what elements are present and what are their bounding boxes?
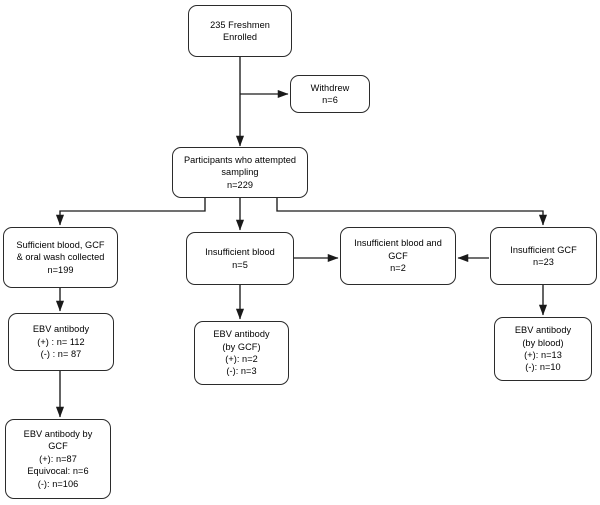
node-attempted-line-0: Participants who attempted: [183, 154, 297, 165]
node-withdrew[interactable]: Withdrew n=6: [290, 75, 370, 113]
node-ebv-gcf-line-1: GCF: [48, 441, 68, 452]
node-enrolled-line-1: Enrolled: [222, 32, 258, 42]
node-insuf-gcf-line-0: Insufficient GCF: [510, 244, 577, 255]
node-sufficient-line-1: & oral wash collected: [16, 252, 105, 263]
node-sufficient-line-2: n=199: [47, 264, 74, 275]
node-attempted-sampling[interactable]: Participants who attempted sampling n=22…: [172, 147, 308, 198]
node-insufficient-blood-and-gcf[interactable]: Insufficient blood and GCF n=2: [340, 227, 456, 285]
node-ebv-antibody-by-blood[interactable]: EBV antibody (by blood) (+): n=13 (-): n…: [494, 317, 592, 381]
node-ebv-antibody-blood[interactable]: EBV antibody (+) : n= 112 (-) : n= 87: [8, 313, 114, 371]
node-ebv-right-line-1: (by blood): [522, 337, 564, 348]
edge-attempted-to-sufficient: [55, 198, 206, 226]
node-insuf-both-line-1: GCF: [388, 250, 408, 261]
node-insuf-blood-line-0: Insufficient blood: [205, 247, 275, 258]
node-ebv-center-line-0: EBV antibody: [213, 329, 270, 340]
node-ebv-left-line-0: EBV antibody: [32, 324, 90, 335]
node-ebv-antibody-by-gcf[interactable]: EBV antibody (by GCF) (+): n=2 (-): n=3: [194, 321, 289, 385]
node-ebv-right-line-0: EBV antibody: [514, 325, 572, 336]
node-insuf-gcf-line-1: n=23: [533, 257, 554, 267]
edge-attempted-to-insuf-gcf: [276, 198, 548, 226]
node-insufficient-gcf[interactable]: Insufficient GCF n=23: [490, 227, 597, 285]
node-attempted-line-1: sampling: [221, 167, 259, 178]
node-insuf-both-line-2: n=2: [390, 263, 406, 274]
node-withdrew-line-1: n=6: [322, 95, 338, 105]
node-ebv-right-line-3: (-): n=10: [525, 362, 561, 373]
node-sufficient-line-0: Sufficient blood, GCF: [16, 239, 105, 250]
node-ebv-center-line-2: (+): n=2: [225, 354, 258, 364]
node-insuf-blood-line-1: n=5: [232, 259, 248, 270]
node-ebv-gcf-line-3: Equivocal: n=6: [27, 466, 89, 477]
node-ebv-left-line-1: (+) : n= 112: [37, 336, 85, 347]
node-ebv-center-line-3: (-): n=3: [226, 366, 257, 377]
node-ebv-gcf-line-4: (-): n=106: [37, 478, 79, 489]
node-ebv-right-line-2: (+): n=13: [524, 350, 562, 360]
node-enrolled-line-0: 235 Freshmen: [210, 19, 270, 30]
node-sufficient-samples[interactable]: Sufficient blood, GCF & oral wash collec…: [3, 227, 118, 288]
node-ebv-left-line-2: (-) : n= 87: [40, 349, 82, 360]
node-ebv-antibody-by-gcf-final[interactable]: EBV antibody by GCF (+): n=87 Equivocal:…: [5, 419, 111, 499]
node-ebv-gcf-line-2: (+): n=87: [39, 453, 77, 464]
node-attempted-line-2: n=229: [226, 179, 254, 190]
node-ebv-gcf-line-0: EBV antibody by: [23, 428, 93, 439]
node-insufficient-blood[interactable]: Insufficient blood n=5: [186, 232, 294, 285]
node-withdrew-line-0: Withdrew: [310, 82, 350, 93]
node-enrolled[interactable]: 235 Freshmen Enrolled: [188, 5, 292, 57]
node-ebv-center-line-1: (by GCF): [222, 341, 261, 352]
node-insuf-both-line-0: Insufficient blood and: [354, 238, 442, 249]
